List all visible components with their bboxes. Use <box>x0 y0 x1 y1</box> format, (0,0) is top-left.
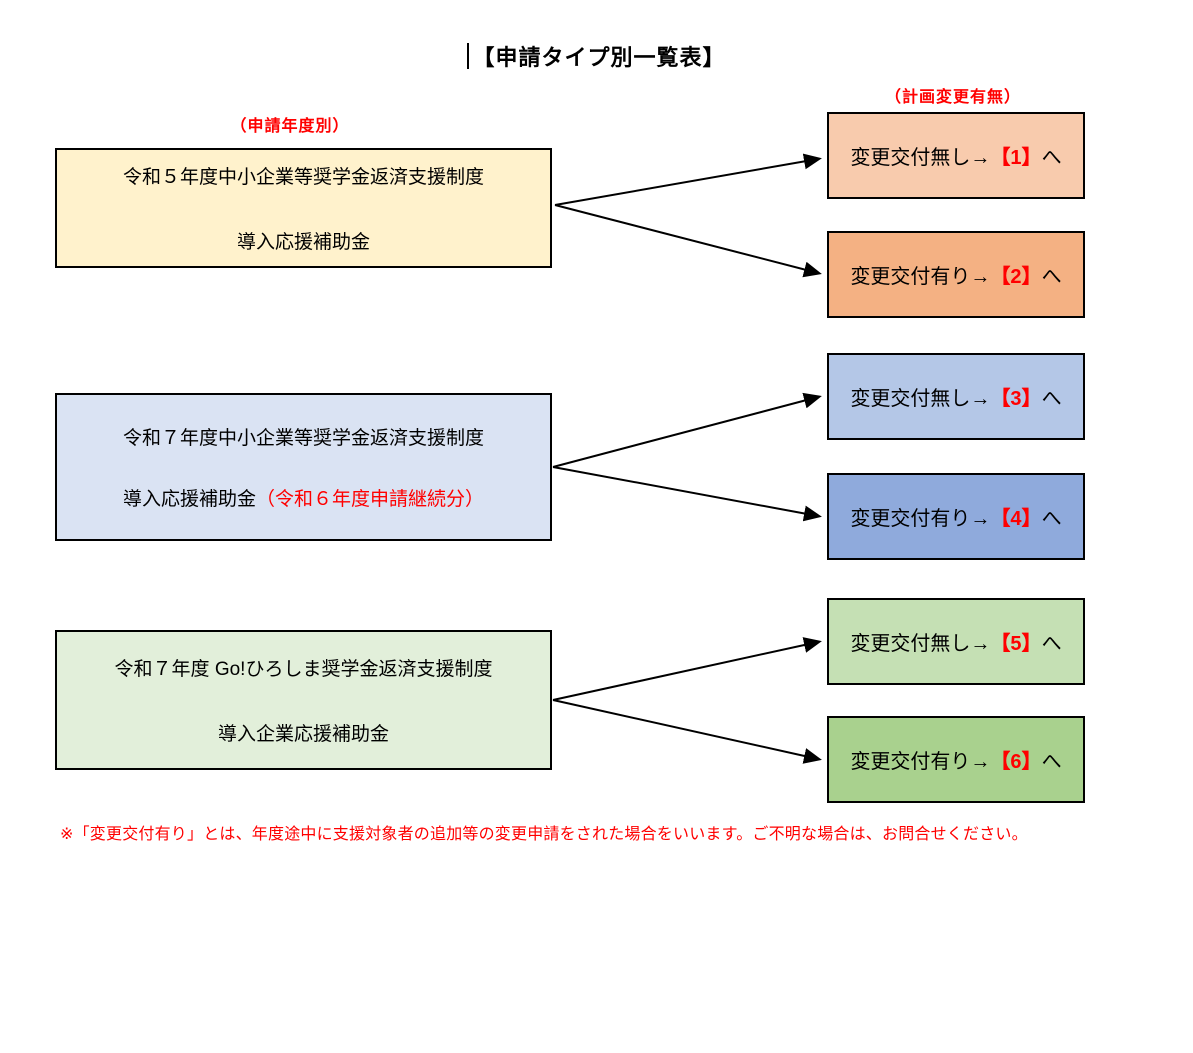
connector-arrow <box>554 153 822 206</box>
target-number: 【1】 <box>990 147 1042 169</box>
target-number: 【4】 <box>990 508 1042 530</box>
target-suffix: へ <box>1041 751 1062 773</box>
source-box-line1: 令和５年度中小企業等奨学金返済支援制度 <box>122 167 484 188</box>
source-box-reiwa7: 令和７年度中小企業等奨学金返済支援制度 導入応援補助金（令和６年度申請継続分） <box>55 393 552 541</box>
page-title: 【申請タイプ別一覧表】 <box>472 45 726 70</box>
target-suffix: へ <box>1041 388 1062 410</box>
source-box-line2: 導入応援補助金 <box>236 232 370 253</box>
connector-arrow <box>552 699 822 764</box>
text-cursor-bar <box>467 43 470 69</box>
target-box-4: 変更交付有り→【4】へ <box>827 473 1085 560</box>
target-box-6: 変更交付有り→【6】へ <box>827 716 1085 803</box>
target-suffix: へ <box>1041 508 1062 530</box>
target-label: 変更交付無し→ <box>850 147 991 169</box>
source-box-gohiroshima: 令和７年度 Go!ひろしま奨学金返済支援制度 導入企業応援補助金 <box>55 630 552 770</box>
target-label: 変更交付有り→ <box>850 508 991 530</box>
source-box-reiwa5: 令和５年度中小企業等奨学金返済支援制度 導入応援補助金 <box>55 148 552 268</box>
source-box-line2: 導入応援補助金（令和６年度申請継続分） <box>122 489 485 510</box>
target-number: 【6】 <box>990 751 1042 773</box>
target-label: 変更交付無し→ <box>850 633 991 655</box>
target-box-2: 変更交付有り→【2】へ <box>827 231 1085 318</box>
connector-arrow <box>552 466 822 522</box>
target-box-1: 変更交付無し→【1】へ <box>827 112 1085 199</box>
footnote: ※「変更交付有り」とは、年度途中に支援対象者の追加等の変更申請をされた場合をいい… <box>60 826 1028 843</box>
target-suffix: へ <box>1041 147 1062 169</box>
right-column-label: （計画変更有無） <box>884 89 1021 106</box>
target-label: 変更交付有り→ <box>850 266 991 288</box>
source-box-line2: 導入企業応援補助金 <box>217 724 389 745</box>
target-number: 【2】 <box>990 266 1042 288</box>
title-bar: 【申請タイプ別一覧表】 <box>0 40 1193 72</box>
target-box-5: 変更交付無し→【5】へ <box>827 598 1085 685</box>
connector-arrow <box>554 204 822 278</box>
target-label: 変更交付無し→ <box>850 388 991 410</box>
target-suffix: へ <box>1041 266 1062 288</box>
connector-arrow <box>552 637 822 701</box>
target-suffix: へ <box>1041 633 1062 655</box>
red-subtext: （令和６年度申請継続分） <box>256 489 485 510</box>
target-label: 変更交付有り→ <box>850 751 991 773</box>
source-box-line1: 令和７年度 Go!ひろしま奨学金返済支援制度 <box>114 659 493 680</box>
target-box-3: 変更交付無し→【3】へ <box>827 353 1085 440</box>
connector-arrow <box>552 392 822 468</box>
target-number: 【5】 <box>990 633 1042 655</box>
left-column-label: （申請年度別） <box>230 118 350 135</box>
target-number: 【3】 <box>990 388 1042 410</box>
source-box-line1: 令和７年度中小企業等奨学金返済支援制度 <box>122 428 484 449</box>
